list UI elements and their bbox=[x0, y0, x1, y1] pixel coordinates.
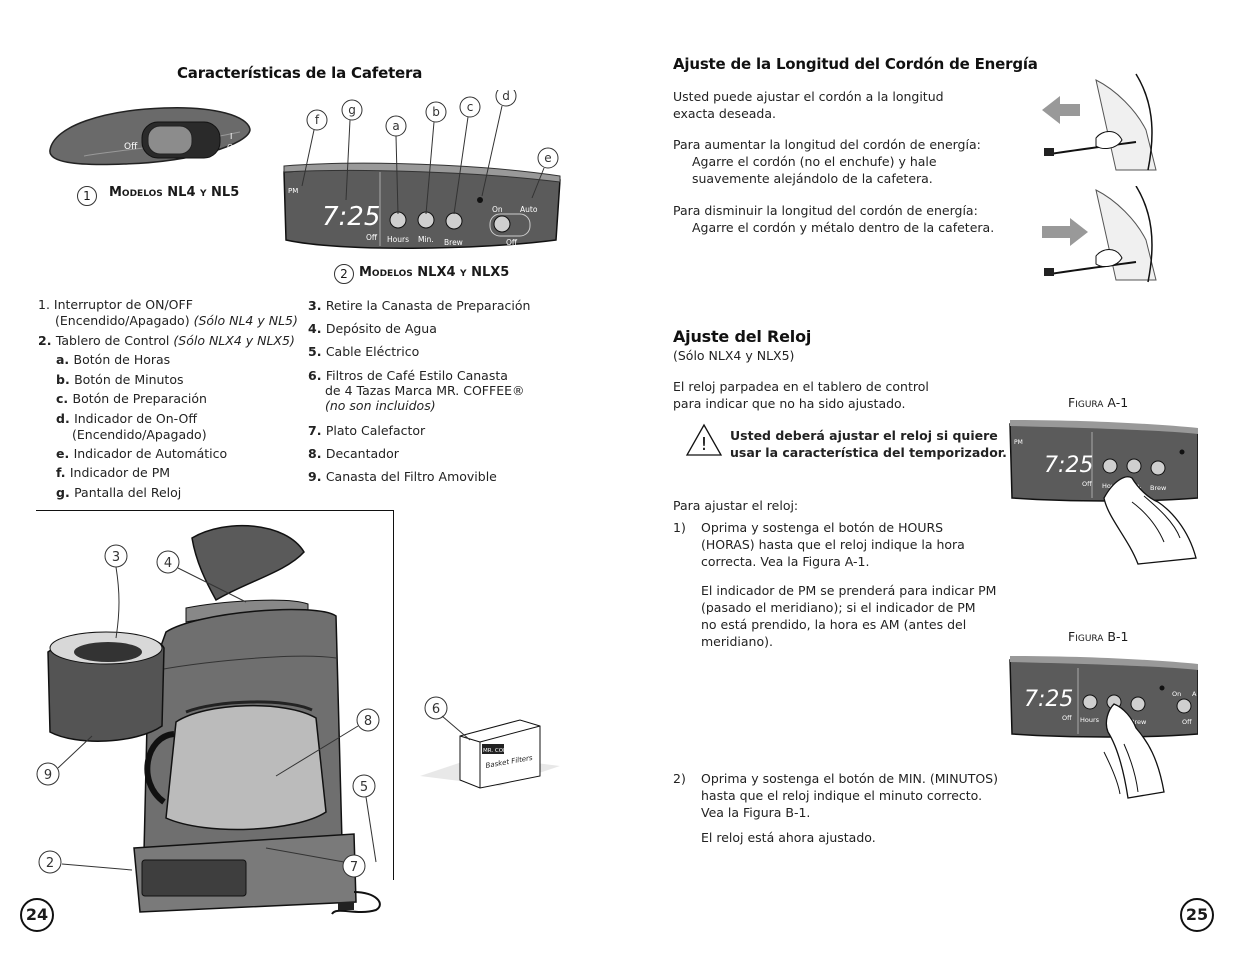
model2-number-circle: 2 bbox=[334, 264, 354, 284]
step1-note: El indicador de PM se prenderá para indi… bbox=[701, 583, 997, 649]
list-item: de 4 Tazas Marca MR. COFFEE® bbox=[325, 383, 525, 398]
model2-label: Modelos NLX4 y NLX5 bbox=[359, 265, 510, 280]
figB-off: Off bbox=[1062, 714, 1072, 722]
model1-number-circle: 1 bbox=[77, 186, 97, 206]
figA-time: 7:25 bbox=[1044, 453, 1093, 478]
list-item: 3. Retire la Canasta de Preparación bbox=[308, 298, 531, 313]
callout-e: e bbox=[544, 151, 551, 165]
list-item: 7. Plato Calefactor bbox=[308, 423, 426, 438]
list-item: d. Indicador de On-Off bbox=[56, 411, 197, 426]
figB-a: A bbox=[1192, 690, 1197, 698]
panel-min: Min. bbox=[418, 235, 434, 244]
panel-on: On bbox=[492, 205, 503, 214]
cord-paragraph-1: Usted puede ajustar el cordón a la longi… bbox=[673, 89, 944, 121]
list-item: (no son incluidos) bbox=[325, 398, 436, 413]
figB-on: On bbox=[1172, 690, 1181, 698]
list-item: f. Indicador de PM bbox=[56, 465, 171, 480]
list-item: e. Indicador de Automático bbox=[56, 446, 228, 461]
callout-9: 9 bbox=[44, 768, 52, 783]
figA-hours: Hou bbox=[1102, 482, 1115, 490]
list-item: g. Pantalla del Reloj bbox=[56, 485, 182, 500]
list-item: 1. Interruptor de ON/OFF bbox=[38, 297, 193, 312]
page-number-right: 25 bbox=[1180, 898, 1214, 932]
coffeemaker-illustration: 3 4 8 5 9 2 7 bbox=[36, 524, 381, 915]
figB-hours: Hours bbox=[1080, 716, 1100, 724]
list-item: 8. Decantador bbox=[308, 446, 399, 461]
callout-d: d bbox=[502, 90, 510, 103]
callout-b: b bbox=[432, 105, 440, 119]
step2-text: Oprima y sostenga el botón de MIN. (MINU… bbox=[701, 771, 998, 820]
figure-a-label: Figura A-1 bbox=[1068, 395, 1129, 410]
panel-hours: Hours bbox=[387, 235, 409, 244]
list-item: 9. Canasta del Filtro Amovible bbox=[308, 469, 497, 484]
callout-c: c bbox=[467, 100, 474, 114]
diagram-frame-right bbox=[393, 510, 394, 880]
figB-brew: Brew bbox=[1130, 718, 1147, 726]
clock-title: Ajuste del Reloj bbox=[673, 327, 812, 346]
cord-pull-illustration bbox=[1042, 73, 1157, 171]
cord-paragraph-2: Para aumentar la longitud del cordón de … bbox=[673, 137, 981, 186]
list-item: c. Botón de Preparación bbox=[56, 391, 207, 406]
filter-box-brand: MR. COFFEE bbox=[483, 748, 517, 754]
step2-number: 2) bbox=[673, 771, 686, 786]
step2-note: El reloj está ahora ajustado. bbox=[701, 830, 876, 845]
callout-6: 6 bbox=[432, 702, 440, 717]
switch-on-mark: I bbox=[230, 132, 232, 141]
panel-off: Off bbox=[366, 233, 378, 242]
step1-number: 1) bbox=[673, 520, 686, 535]
cord-title: Ajuste de la Longitud del Cordón de Ener… bbox=[673, 55, 1038, 73]
clock-subtitle: (Sólo NLX4 y NLX5) bbox=[673, 348, 795, 363]
list-item: 5. Cable Eléctrico bbox=[308, 344, 420, 359]
figA-brew: Brew bbox=[1150, 484, 1167, 492]
onoff-switch-illustration: Off I On bbox=[49, 106, 251, 166]
list-item: 6. Filtros de Café Estilo Canasta bbox=[308, 368, 508, 383]
svg-text:!: ! bbox=[700, 434, 707, 455]
step1-text: Oprima y sostenga el botón de HOURS(HORA… bbox=[701, 520, 965, 569]
list-item: (Encendido/Apagado) (Sólo NL4 y NL5) bbox=[55, 313, 298, 328]
list-item: 4. Depósito de Agua bbox=[308, 321, 437, 336]
steps-intro: Para ajustar el reloj: bbox=[673, 498, 799, 513]
figA-pm: PM bbox=[1014, 439, 1023, 446]
page-number-left: 24 bbox=[20, 898, 54, 932]
figure-b-illustration: 7:25 Off Hours Mi Brew On A Off bbox=[1009, 656, 1198, 799]
panel-auto: Auto bbox=[520, 205, 538, 214]
diagram-frame-top bbox=[36, 510, 394, 511]
callout-2: 2 bbox=[46, 856, 54, 871]
switch-on-label: On bbox=[227, 143, 238, 152]
warning-triangle-icon: ! bbox=[685, 423, 723, 456]
figB-off2: Off bbox=[1182, 718, 1192, 726]
list-item: (Encendido/Apagado) bbox=[72, 427, 207, 442]
callout-f: f bbox=[315, 113, 320, 127]
callout-7: 7 bbox=[350, 860, 358, 875]
panel-brew: Brew bbox=[444, 238, 463, 247]
panel-pm: PM bbox=[288, 187, 298, 195]
figure-a-illustration: PM 7:25 Off Hou Min. Brew bbox=[1009, 420, 1198, 565]
panel-time: 7:25 bbox=[322, 202, 380, 232]
callout-4: 4 bbox=[164, 556, 172, 571]
list-item: 2. Tablero de Control (Sólo NLX4 y NLX5) bbox=[38, 333, 295, 348]
model1-label: Modelos NL4 y NL5 bbox=[109, 185, 240, 200]
page-title-features: Características de la Cafetera bbox=[177, 64, 423, 82]
cord-push-illustration bbox=[1042, 186, 1157, 283]
figA-off: Off bbox=[1082, 480, 1092, 488]
list-item: b. Botón de Minutos bbox=[56, 372, 184, 387]
figB-time: 7:25 bbox=[1024, 687, 1073, 712]
list-item: a. Botón de Horas bbox=[56, 352, 171, 367]
callout-a: a bbox=[392, 119, 399, 133]
control-panel-illustration: PM 7:25 Off Hours Min. Brew On Auto Off … bbox=[283, 90, 561, 250]
callout-5: 5 bbox=[360, 780, 368, 795]
figure-b-label: Figura B-1 bbox=[1068, 629, 1129, 644]
cord-paragraph-3: Para disminuir la longitud del cordón de… bbox=[673, 203, 995, 235]
callout-g: g bbox=[348, 103, 356, 117]
callout-3: 3 bbox=[112, 550, 120, 565]
clock-paragraph-1: El reloj parpadea en el tablero de contr… bbox=[673, 379, 929, 411]
panel-off2: Off bbox=[506, 238, 518, 247]
switch-off-label: Off bbox=[124, 142, 138, 152]
callout-8: 8 bbox=[364, 714, 372, 729]
filter-box-illustration: MR. COFFEE Basket Filters 6 bbox=[420, 696, 560, 789]
